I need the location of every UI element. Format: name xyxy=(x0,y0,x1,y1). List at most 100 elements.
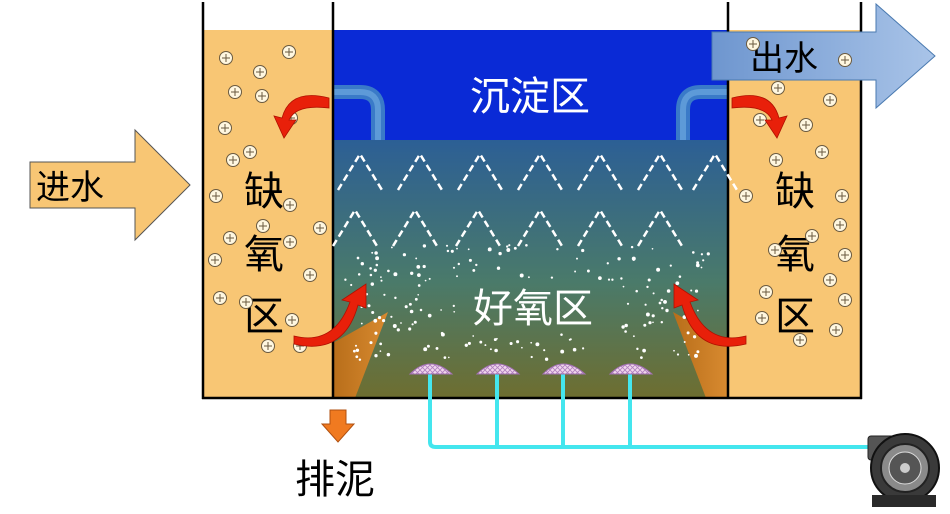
air-diffusers xyxy=(408,363,654,375)
air-bubble-icon xyxy=(479,340,483,344)
sludge-discharge-label: 排泥 xyxy=(295,457,375,503)
anoxic-label-left: 缺 氧 区 xyxy=(244,169,284,340)
inflow-label: 进水 xyxy=(36,168,104,208)
air-bubble-icon xyxy=(660,320,664,324)
flow-chevron xyxy=(456,151,504,191)
air-bubble-icon xyxy=(496,266,501,270)
flow-chevron xyxy=(516,151,564,191)
air-bubble-icon xyxy=(643,323,647,327)
air-bubble-icon xyxy=(632,335,635,338)
air-bubble-icon xyxy=(226,153,240,167)
air-bubble-icon xyxy=(443,356,447,359)
air-bubble-icon xyxy=(759,285,773,299)
air-bubble-icon xyxy=(390,315,393,318)
anoxic-label-left-2: 氧 xyxy=(244,232,284,278)
air-bubble-icon xyxy=(626,302,630,305)
air-bubble-icon xyxy=(696,350,700,354)
air-bubble-icon xyxy=(377,316,382,320)
air-bubble-icon xyxy=(702,259,705,262)
air-bubble-icon xyxy=(598,276,602,280)
air-bubble-icon xyxy=(582,347,585,350)
air-bubble-icon xyxy=(367,304,371,308)
aerobic-zone-label: 好氧区 xyxy=(473,286,593,332)
air-bubble-icon xyxy=(360,262,364,266)
air-bubble-icon xyxy=(374,331,378,335)
air-bubble-icon xyxy=(344,278,347,281)
air-bubble-icon xyxy=(213,291,227,305)
recirc-arrow-bottom-right xyxy=(673,283,747,347)
air-bubble-icon xyxy=(617,257,621,261)
air-bubble-icon xyxy=(494,348,498,353)
settling-zone xyxy=(333,30,728,140)
air-bubble-icon xyxy=(447,356,450,359)
air-bubble-icon xyxy=(666,289,671,293)
air-bubble-icon xyxy=(805,229,819,243)
air-bubble-icon xyxy=(417,293,420,296)
air-bubble-icon xyxy=(624,323,628,328)
air-bubble-icon xyxy=(453,310,456,313)
air-bubble-icon xyxy=(417,273,421,277)
air-bubble-icon xyxy=(404,305,408,309)
air-bubble-icon xyxy=(414,297,418,301)
air-bubble-icon xyxy=(350,283,353,287)
air-bubble-icon xyxy=(456,275,458,278)
air-bubble-icon xyxy=(645,312,650,317)
air-bubble-icon xyxy=(371,310,375,315)
air-bubble-icon xyxy=(694,353,698,358)
air-bubble-icon xyxy=(355,348,360,352)
air-bubble-icon xyxy=(683,340,686,344)
air-bubble-icon xyxy=(387,269,390,273)
flow-chevron xyxy=(336,151,384,191)
air-bubble-icon xyxy=(829,323,843,337)
air-bubble-icon xyxy=(835,189,849,203)
air-bubble-icon xyxy=(660,298,663,302)
air-bubble-icon xyxy=(392,324,397,328)
air-bubble-icon xyxy=(243,145,257,159)
air-bubble-icon xyxy=(746,37,760,51)
air-bubble-icon xyxy=(686,331,690,335)
air-bubble-icon xyxy=(550,276,554,279)
flow-chevron xyxy=(576,207,624,247)
air-bubble-icon xyxy=(489,348,492,351)
air-bubble-icon xyxy=(833,218,847,232)
air-bubble-icon xyxy=(622,285,625,288)
air-bubble-icon xyxy=(396,328,400,332)
air-bubble-icon xyxy=(658,301,662,305)
flow-chevron xyxy=(636,207,684,247)
air-bubble-icon xyxy=(452,304,455,308)
air-bubble-icon xyxy=(694,289,699,293)
air-bubble-icon xyxy=(382,319,386,323)
air-bubble-icon xyxy=(484,344,487,347)
air-bubble-icon xyxy=(692,335,697,339)
air-bubble-icon xyxy=(373,318,378,323)
air-bubble-icon xyxy=(506,245,509,248)
air-bubble-icon xyxy=(422,244,427,248)
settling-zone-label: 沉淀区 xyxy=(470,74,590,120)
air-bubble-icon xyxy=(676,353,680,356)
air-bubble-icon xyxy=(527,276,530,279)
air-bubble-icon xyxy=(669,264,672,267)
air-bubble-icon xyxy=(556,247,559,251)
air-bubble-icon xyxy=(355,355,359,359)
air-bubble-icon xyxy=(313,221,327,235)
air-bubble-icon xyxy=(509,341,513,346)
air-bubble-icon xyxy=(519,273,524,278)
air-bubble-icon xyxy=(606,262,609,265)
air-bubble-icon xyxy=(256,219,270,233)
air-bubble-icon xyxy=(413,320,417,324)
air-bubble-icon xyxy=(467,341,471,345)
air-bubble-icon xyxy=(607,278,611,281)
air-bubble-icon xyxy=(706,252,710,256)
air-bubble-icon xyxy=(383,293,386,296)
air-bubble-icon xyxy=(394,296,397,300)
air-bubble-icon xyxy=(369,341,373,345)
air-bubble-icon xyxy=(424,279,427,282)
air-bubble-icon xyxy=(358,358,362,361)
sludge-hopper-left xyxy=(333,312,388,398)
air-bubble-icon xyxy=(646,285,649,289)
flow-chevron xyxy=(576,151,624,191)
air-bubble-icon xyxy=(576,257,578,260)
air-bubble-icon xyxy=(475,263,478,267)
air-bubble-icon xyxy=(380,279,383,282)
flow-chevron xyxy=(516,207,564,247)
